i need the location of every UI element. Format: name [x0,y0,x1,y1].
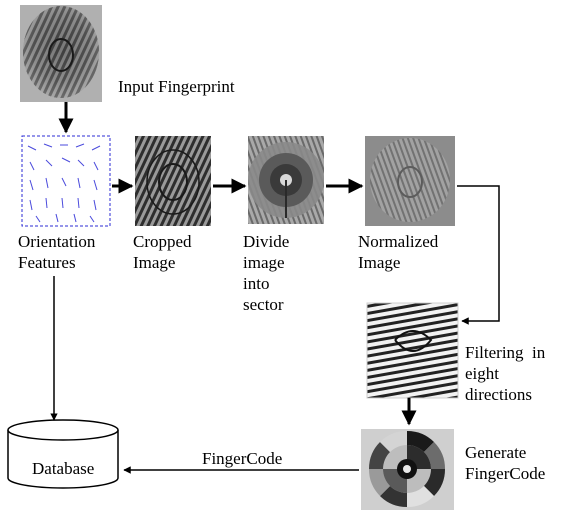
label-cropped-image: Cropped Image [133,232,192,272]
label-orientation-features: Orientation Features [18,232,96,272]
fingercode-sector-map [361,429,454,510]
label-filtering-eight-directions: Filtering in eight directions [465,343,546,404]
cropped-fingerprint-image [135,136,211,226]
gabor-filtered-image [366,302,459,399]
fingerprint-image [20,5,102,102]
arrows [50,102,500,474]
database-cylinder [7,419,119,489]
label-database: Database [32,459,95,478]
label-generate-fingercode: Generate FingerCode [465,443,546,483]
orientation-field-image [21,135,111,227]
normalized-fingerprint-image [365,136,455,226]
label-divide-image-into-sector: Divide image into sector [243,232,290,314]
label-input-fingerprint: Input Fingerprint [118,77,235,96]
label-fingercode-edge: FingerCode [202,449,283,468]
sectored-fingerprint-image [248,136,324,224]
arrow-normalized-to-filtered [457,185,500,325]
label-normalized-image: Normalized Image [358,232,439,272]
